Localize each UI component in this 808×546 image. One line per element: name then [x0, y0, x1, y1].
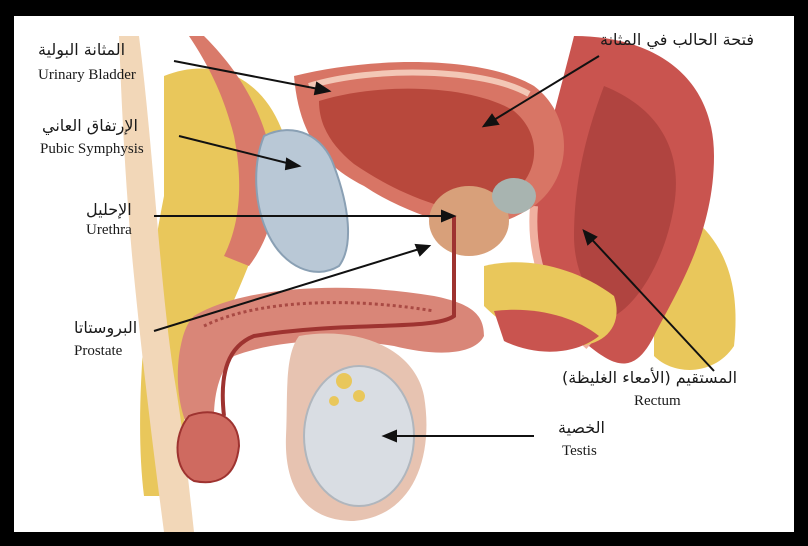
testis-label-ar: الخصية — [558, 420, 605, 436]
rectum-label-ar: المستقيم (الأمعاء الغليظة) — [562, 370, 737, 386]
urinary-bladder-label-en: Urinary Bladder — [38, 68, 136, 83]
urethra-label-ar: الإحليل — [86, 202, 132, 218]
pubic-symphysis-label-ar: الإرتفاق العاني — [42, 118, 138, 134]
prostate-label-en: Prostate — [74, 344, 122, 359]
testis-label-en: Testis — [562, 444, 597, 459]
glans — [178, 412, 239, 482]
bladder-opening-label-ar: فتحة الحالب في المثانة — [600, 32, 754, 48]
prostate-label-ar: البروستاتا — [74, 320, 137, 336]
urethra-label-en: Urethra — [86, 223, 132, 238]
anatomy-illustration — [14, 16, 794, 532]
urinary-bladder-label-ar: المثانة البولية — [38, 42, 125, 58]
anatomy-illustration-panel: المثانة البولية Urinary Bladder فتحة الح… — [14, 16, 794, 532]
seminal-vesicle — [492, 178, 536, 214]
rectum-label-en: Rectum — [634, 394, 681, 409]
pubic-symphysis-label-en: Pubic Symphysis — [40, 142, 144, 157]
